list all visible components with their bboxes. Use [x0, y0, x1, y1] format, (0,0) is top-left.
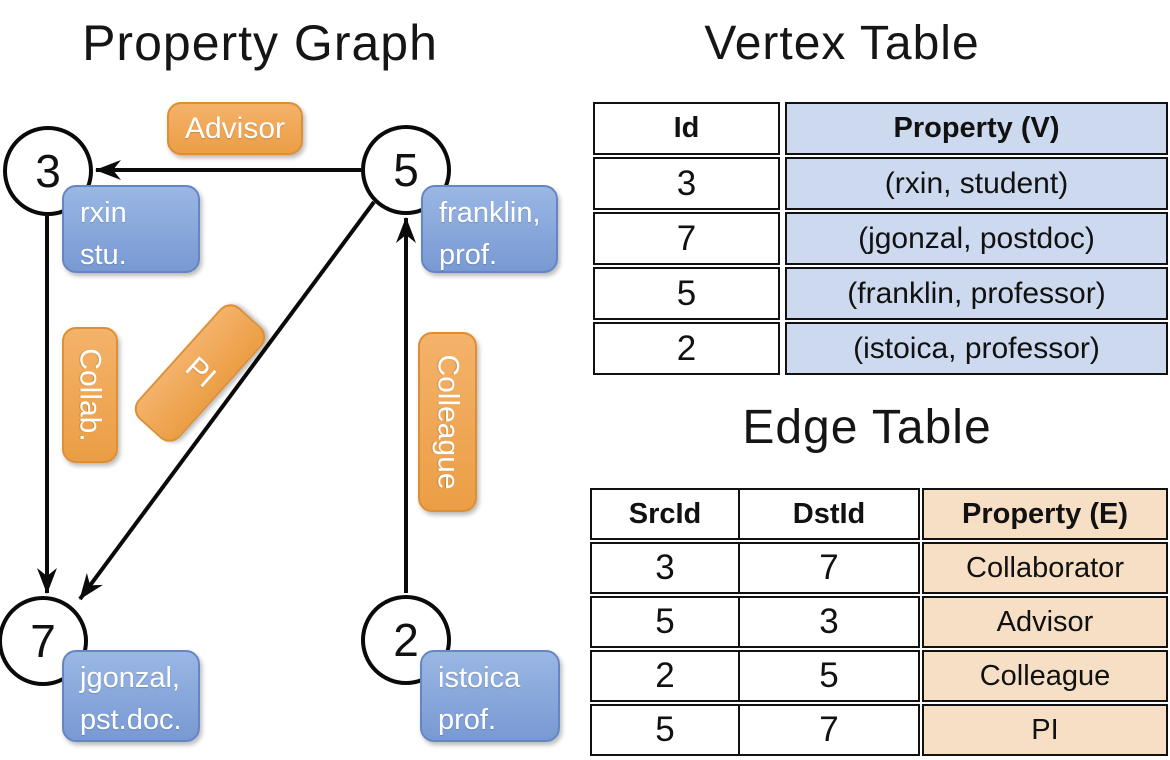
edge-table-srcid-cell: 3: [592, 544, 740, 592]
vertex-label-franklin-line1: franklin,: [439, 197, 541, 229]
edge-label-colleague-text: Colleague: [431, 354, 465, 490]
vertex-table-title: Vertex Table: [704, 17, 980, 70]
vertex-label-rxin: rxin stu.: [62, 185, 200, 273]
vertex-table-property-column: Property (V) (rxin, student) (jgonzal, p…: [785, 102, 1168, 375]
edge-table-row: 2 5: [590, 650, 920, 702]
edge-table-row: 5 3: [590, 596, 920, 648]
vertex-node-2-id: 2: [393, 614, 419, 666]
edge-table-property-column: Property (E) Collaborator Advisor Collea…: [922, 488, 1168, 756]
vertex-label-istoica-line2: prof.: [438, 704, 497, 736]
edge-table-srcid-cell: 2: [592, 652, 740, 700]
edge-label-colleague: Colleague: [418, 332, 477, 512]
vertex-node-3-id: 3: [35, 145, 61, 197]
edge-table-srcid-header: SrcId: [592, 490, 740, 538]
edge-label-advisor-text: Advisor: [184, 111, 286, 145]
edge-table-id-columns: SrcId DstId 3 7 5 3 2 5 5 7: [590, 488, 920, 756]
vertex-label-jgonzal: jgonzal, pst.doc.: [62, 650, 200, 742]
edge-table-row: 5 7: [590, 704, 920, 756]
edge-table-dstid-cell: 7: [819, 710, 839, 749]
vertex-table-id-cell: 5: [593, 267, 780, 320]
edge-table-property-cell: Advisor: [922, 596, 1168, 648]
vertex-label-istoica: istoica prof.: [420, 650, 560, 742]
vertex-node-5-id: 5: [393, 144, 419, 196]
vertex-table-property-header: Property (V): [785, 102, 1168, 155]
edge-table-dstid-cell: 5: [819, 656, 839, 695]
vertex-label-franklin-line2: prof.: [439, 239, 498, 271]
vertex-table-property-cell: (franklin, professor): [785, 267, 1168, 320]
edge-label-advisor: Advisor: [167, 102, 303, 155]
edge-label-collab: Collab.: [62, 327, 118, 463]
edge-table-srcid-cell: 5: [592, 598, 740, 646]
edge-table-property-cell: PI: [922, 704, 1168, 756]
graph-edges-layer: [37, 160, 416, 601]
vertex-label-rxin-line2: stu.: [80, 239, 127, 271]
edge-table-property-header: Property (E): [922, 488, 1168, 540]
edge-label-collab-text: Collab.: [74, 348, 108, 442]
edge-table-srcid-cell: 5: [592, 706, 740, 754]
vertex-label-rxin-line1: rxin: [80, 197, 127, 229]
vertex-table-id-column: Id 3 7 5 2: [593, 102, 780, 375]
vertex-table-id-header: Id: [593, 102, 780, 155]
edge-table-dstid-header: DstId: [792, 497, 866, 530]
vertex-label-franklin: franklin, prof.: [421, 185, 558, 273]
vertex-table-property-cell: (jgonzal, postdoc): [785, 212, 1168, 265]
vertex-node-5: 5: [361, 125, 451, 215]
edge-table-title: Edge Table: [742, 401, 992, 454]
vertex-label-istoica-line1: istoica: [438, 662, 521, 694]
edge-table-dstid-cell: 7: [819, 548, 839, 587]
edge-table-property-cell: Collaborator: [922, 542, 1168, 594]
vertex-table-id-cell: 3: [593, 157, 780, 210]
edge-label-pi-text: PI: [178, 350, 222, 395]
vertex-label-jgonzal-line1: jgonzal,: [80, 662, 180, 694]
edge-table-header-row: SrcId DstId: [590, 488, 920, 540]
edge-pi-5-to-7: [78, 200, 376, 601]
vertex-label-jgonzal-line2: pst.doc.: [80, 704, 182, 736]
edge-table-property-cell: Colleague: [922, 650, 1168, 702]
vertex-table-id-cell: 7: [593, 212, 780, 265]
property-graph-title: Property Graph: [82, 15, 438, 71]
vertex-table-property-cell: (rxin, student): [785, 157, 1168, 210]
vertex-node-2: 2: [361, 595, 451, 685]
vertex-node-7-id: 7: [30, 615, 56, 667]
edge-table-row: 3 7: [590, 542, 920, 594]
edge-table-dstid-cell: 3: [819, 602, 839, 641]
vertex-table-property-cell: (istoica, professor): [785, 322, 1168, 375]
vertex-table-id-cell: 2: [593, 322, 780, 375]
